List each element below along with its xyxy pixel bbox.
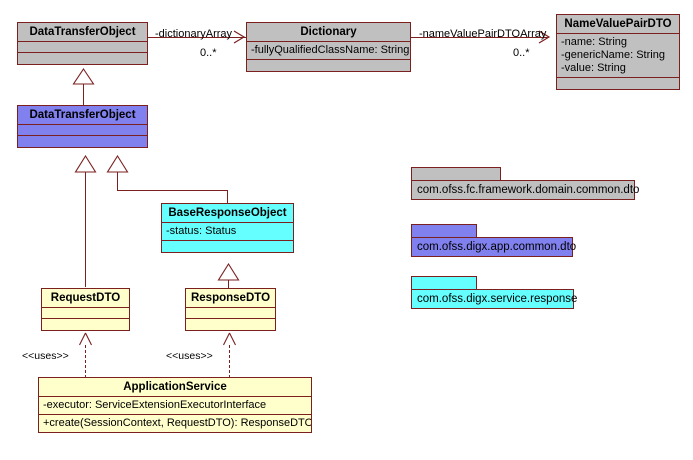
generalization-line-requestdto-to-dtoapp	[85, 172, 86, 287]
class-operations-dictionary	[247, 60, 410, 71]
class-title-baseresponseobject: BaseResponseObject	[162, 204, 293, 223]
class-box-dictionary[interactable]: Dictionary -fullyQualifiedClassName: Str…	[246, 22, 411, 72]
attribute-status: -status: Status	[166, 225, 237, 237]
association-role-namevaluepairdtoarray: -nameValuePairDTOArray	[419, 28, 547, 40]
legend-package-service-response[interactable]: com.ofss.digx.service.response	[411, 276, 577, 309]
class-title-datatransferobject-app: DataTransferObject	[18, 106, 147, 125]
package-tab-app-common	[411, 224, 477, 237]
class-box-baseresponseobject[interactable]: BaseResponseObject -status: Status	[161, 203, 294, 253]
package-tab-framework	[411, 167, 501, 180]
package-label-app-common: com.ofss.digx.app.common.dto	[411, 237, 576, 257]
association-role-dictionaryarray: -dictionaryArray	[155, 28, 233, 40]
class-attributes-applicationservice: -executor: ServiceExtensionExecutorInter…	[39, 397, 311, 415]
class-attributes-datatransferobject-framework	[18, 42, 147, 53]
class-operations-requestdto	[42, 319, 129, 330]
generalization-line-bro-segment-v1	[117, 172, 118, 190]
class-title-datatransferobject-framework: DataTransferObject	[18, 23, 147, 42]
class-operations-namevaluepairdto	[557, 78, 679, 89]
class-title-responsedto: ResponseDTO	[186, 289, 275, 308]
class-box-responsedto[interactable]: ResponseDTO	[185, 288, 276, 331]
class-attributes-responsedto	[186, 308, 275, 319]
generalization-line-dtoapp-to-dtobase	[83, 84, 84, 105]
legend-package-app-common[interactable]: com.ofss.digx.app.common.dto	[411, 224, 576, 257]
class-attributes-requestdto	[42, 308, 129, 319]
generalization-line-bro-segment-h	[117, 190, 228, 191]
arrow-head-dictionary	[233, 30, 247, 44]
operation-create: +create(SessionContext, RequestDTO): Res…	[43, 417, 311, 429]
class-operations-datatransferobject-framework	[18, 53, 147, 64]
association-line-dto-dictionary	[148, 37, 246, 38]
class-operations-responsedto	[186, 319, 275, 330]
class-box-applicationservice[interactable]: ApplicationService -executor: ServiceExt…	[38, 377, 312, 433]
attribute-name: -name: String	[561, 36, 628, 48]
class-title-requestdto: RequestDTO	[42, 289, 129, 308]
dependency-line-appservice-requestdto	[85, 345, 86, 378]
association-line-dictionary-nvp	[411, 37, 548, 38]
class-attributes-dictionary: -fullyQualifiedClassName: String	[247, 42, 410, 60]
class-box-datatransferobject-app[interactable]: DataTransferObject	[17, 105, 148, 148]
class-operations-applicationservice: +create(SessionContext, RequestDTO): Res…	[39, 415, 311, 432]
class-title-applicationservice: ApplicationService	[39, 378, 311, 397]
class-attributes-namevaluepairdto: -name: String -genericName: String -valu…	[557, 34, 679, 78]
class-attributes-baseresponseobject: -status: Status	[162, 223, 293, 241]
class-title-namevaluepairdto: NameValuePairDTO	[557, 15, 679, 34]
package-label-framework: com.ofss.fc.framework.domain.common.dto	[411, 180, 639, 200]
class-title-dictionary: Dictionary	[247, 23, 410, 42]
class-box-requestdto[interactable]: RequestDTO	[41, 288, 130, 331]
package-label-service-response: com.ofss.digx.service.response	[411, 289, 577, 309]
attribute-genericname: -genericName: String	[561, 49, 665, 61]
generalization-line-bro-segment-v2	[227, 190, 228, 204]
class-box-datatransferobject-framework[interactable]: DataTransferObject	[17, 22, 148, 65]
association-multiplicity-namevaluepairdto: 0..*	[513, 47, 530, 59]
package-tab-service-response	[411, 276, 477, 289]
attribute-value: -value: String	[561, 62, 626, 74]
dependency-stereotype-uses-request: <<uses>>	[22, 350, 69, 362]
association-multiplicity-dictionary: 0..*	[200, 47, 217, 59]
arrow-head-namevaluepairdto	[538, 30, 552, 44]
class-operations-baseresponseobject	[162, 241, 293, 252]
class-box-namevaluepairdto[interactable]: NameValuePairDTO -name: String -genericN…	[556, 14, 680, 90]
legend-package-framework[interactable]: com.ofss.fc.framework.domain.common.dto	[411, 167, 639, 200]
dependency-stereotype-uses-response: <<uses>>	[166, 350, 213, 362]
attribute-executor: -executor: ServiceExtensionExecutorInter…	[43, 399, 267, 411]
generalization-line-responsedto-to-bro	[228, 280, 229, 291]
dependency-line-appservice-responsedto	[229, 345, 230, 378]
class-operations-datatransferobject-app	[18, 136, 147, 147]
attribute-fullyqualifiedclassname: -fullyQualifiedClassName: String	[251, 44, 410, 56]
class-attributes-datatransferobject-app	[18, 125, 147, 136]
